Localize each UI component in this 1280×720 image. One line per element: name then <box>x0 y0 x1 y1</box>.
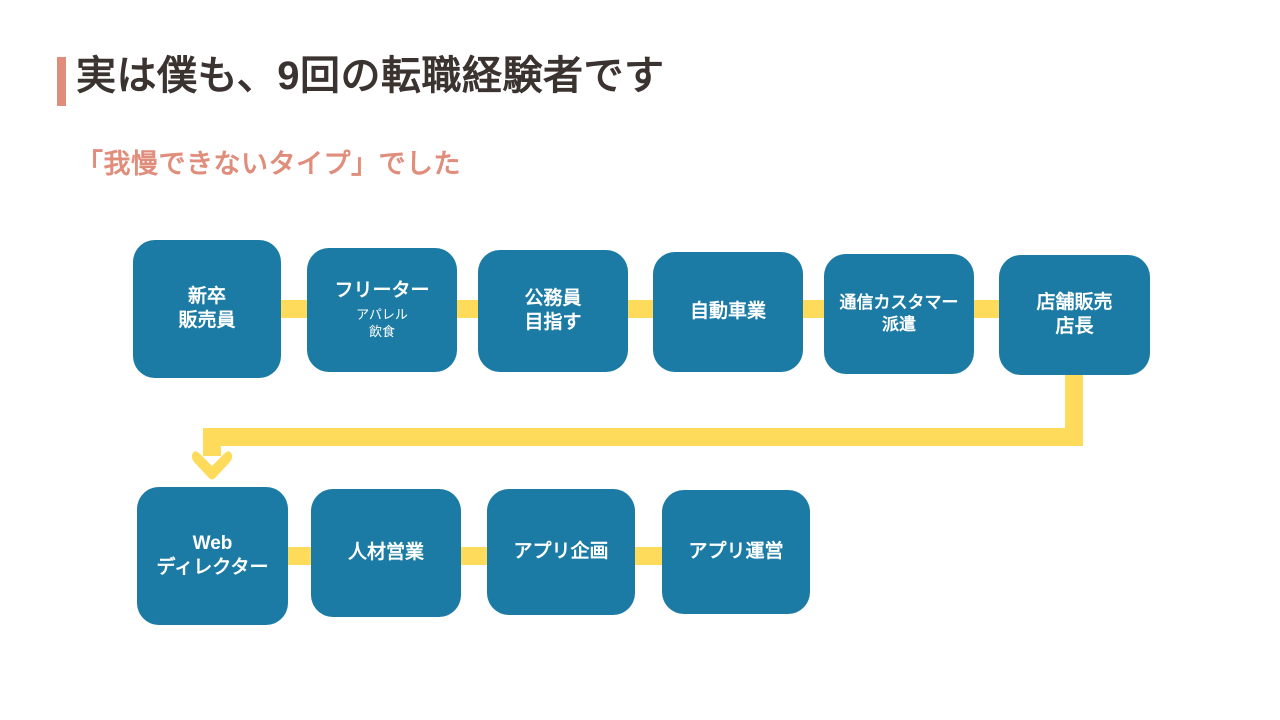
connector-row2-2 <box>450 547 496 565</box>
flow-node-title: 自動車業 <box>689 300 766 322</box>
title-accent-bar <box>57 57 66 106</box>
flow-node-row1-3[interactable]: 自動車業 <box>653 252 803 372</box>
connector-row2-3 <box>624 547 670 565</box>
flow-node-title: 公務員 目指す <box>524 287 582 333</box>
flow-node-title: Web ディレクター <box>156 532 269 578</box>
slide-header: 実は僕も、9回の転職経験者です 「我慢できないタイプ」でした <box>0 0 1280 200</box>
flow-node-row1-2[interactable]: 公務員 目指す <box>478 250 628 372</box>
flow-node-subtitle: アパレル 飲食 <box>356 306 408 340</box>
flow-node-title: フリーター <box>334 280 430 302</box>
flow-node-row1-5[interactable]: 店舗販売 店長 <box>999 255 1150 375</box>
page-subtitle: 「我慢できないタイプ」でした <box>76 149 461 179</box>
flow-node-row1-4[interactable]: 通信カスタマー 派遣 <box>824 254 974 374</box>
flow-node-title: 新卒 販売員 <box>178 285 236 331</box>
connector-wrap-across <box>203 428 1083 446</box>
flow-node-row2-1[interactable]: 人材営業 <box>311 489 461 617</box>
connector-row1-5 <box>962 300 1010 318</box>
flow-node-title: 通信カスタマー 派遣 <box>839 293 959 334</box>
flow-node-row1-0[interactable]: 新卒 販売員 <box>133 240 281 378</box>
page-title: 実は僕も、9回の転職経験者です <box>76 54 665 98</box>
flow-node-title: 人材営業 <box>347 541 424 563</box>
flow-node-title: 店舗販売 店長 <box>1036 291 1113 337</box>
flow-node-row2-3[interactable]: アプリ運営 <box>662 490 810 614</box>
connector-wrap-down-left <box>203 428 221 456</box>
arrow-head-icon <box>186 436 236 484</box>
connector-wrap-down-right <box>1065 366 1083 446</box>
flow-node-title: アプリ企画 <box>513 540 609 562</box>
connector-row1-3 <box>618 300 664 318</box>
flow-node-title: アプリ運営 <box>688 540 784 562</box>
flow-node-row2-0[interactable]: Web ディレクター <box>137 487 288 625</box>
flow-node-row1-1[interactable]: フリーター アパレル 飲食 <box>307 248 457 372</box>
flow-node-row2-2[interactable]: アプリ企画 <box>487 489 635 615</box>
